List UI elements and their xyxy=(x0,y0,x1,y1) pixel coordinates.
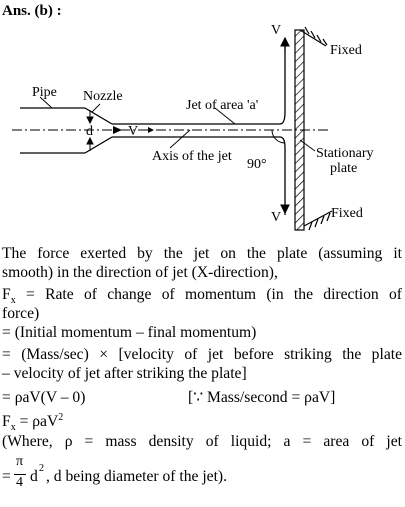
result-force-subscript: x xyxy=(10,422,16,434)
fixed-bottom-label: Fixed xyxy=(331,206,363,221)
angle-label: 90° xyxy=(247,157,267,172)
axis-label: Axis of the jet xyxy=(152,149,232,164)
text-line-3-rest: = Rate of change of momentum (in the dir… xyxy=(15,286,402,303)
stationary-plate xyxy=(294,29,305,231)
velocity-arrows-vertical xyxy=(280,36,290,215)
fixed-top-label: Fixed xyxy=(330,43,362,58)
nozzle-label: Nozzle xyxy=(83,89,123,104)
answer-label: Ans. (b) : xyxy=(2,3,62,19)
fraction-bar xyxy=(14,474,26,475)
text-line-2: smooth) in the direction of jet (X-direc… xyxy=(2,264,278,281)
force-subscript: x xyxy=(10,295,16,307)
fraction-numerator: π xyxy=(16,454,24,469)
fraction-denominator: 4 xyxy=(16,475,23,490)
diameter-marker xyxy=(86,110,94,151)
fixed-support-top xyxy=(299,26,328,47)
text-line-3: Fx = Rate of change of momentum (in the … xyxy=(2,285,402,307)
plate-label-line2: plate xyxy=(330,161,357,176)
text-line-9: Fx = ρaV2 xyxy=(2,411,402,434)
text-line-4: force) xyxy=(2,305,40,322)
jet-label: Jet of area 'a' xyxy=(186,98,258,113)
diameter-note: , d being diameter of the jet). xyxy=(46,468,227,485)
text-line-8: = ρaV(V – 0) [∵ Mass/second = ρaV] xyxy=(2,388,402,407)
diameter-label: d xyxy=(86,124,93,139)
result-exponent: 2 xyxy=(58,411,64,423)
plate-label-line1: Stationary xyxy=(316,146,374,161)
jet-deflection xyxy=(279,40,286,215)
fixed-support-bottom xyxy=(303,210,333,231)
right-angle-arc xyxy=(271,129,286,144)
force-symbol: F xyxy=(2,286,11,303)
equals-sign: = xyxy=(2,468,11,485)
leader-lines xyxy=(39,96,316,152)
momentum-expression: = ρaV(V – 0) xyxy=(2,389,86,406)
diameter-symbol: d xyxy=(30,468,38,485)
text-line-11: = π 4 d 2 , d being diameter of the jet)… xyxy=(2,454,402,500)
mass-per-second-note: [∵ Mass/second = ρaV] xyxy=(188,389,336,406)
velocity-label: V xyxy=(128,124,138,139)
pipe-label: Pipe xyxy=(32,85,57,100)
jet-plate-diagram: Ans. (b) : d V xyxy=(2,3,374,231)
result-force-symbol: F xyxy=(2,413,11,430)
text-line-1: The force exerted by the jet on the plat… xyxy=(2,245,402,262)
diameter-exponent: 2 xyxy=(39,463,44,474)
text-line-5: = (Initial momentum – final momentum) xyxy=(2,324,257,341)
jet-velocity-arrow: V xyxy=(113,124,154,139)
result-expression: = ρaV xyxy=(15,413,59,430)
bottom-velocity-label: V xyxy=(271,210,281,225)
text-line-10: (Where, ρ = mass density of liquid; a = … xyxy=(2,433,402,450)
top-velocity-label: V xyxy=(271,23,281,38)
text-line-7: – velocity of jet after striking the pla… xyxy=(2,365,247,382)
text-line-6: = (Mass/sec) × [velocity of jet before s… xyxy=(2,346,402,363)
